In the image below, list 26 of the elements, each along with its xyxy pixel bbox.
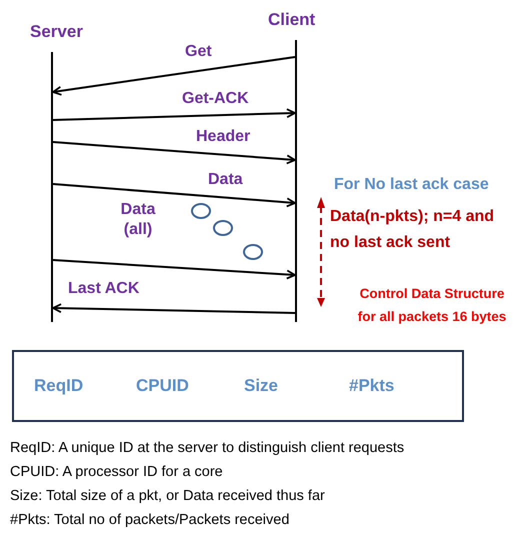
field-label: ReqID — [34, 376, 84, 396]
note-text: Data(n-pkts); n=4 and no last ack sent — [330, 207, 496, 253]
message-arrow — [52, 141, 296, 164]
message-arrow — [52, 56, 296, 96]
definition-text: Size: Total size of a pkt, or Data received thus far — [10, 488, 325, 504]
message-arrow — [52, 259, 296, 280]
message-label: Data (all) — [120, 200, 156, 240]
participant-label: Client — [268, 10, 316, 30]
note-text: Control Data Structure for all packets 16 bytes — [356, 285, 508, 326]
field-label: #Pkts — [349, 376, 394, 396]
note-text: For No last ack case — [334, 176, 489, 194]
message-arrow — [52, 108, 296, 121]
message-label: Get — [185, 42, 212, 62]
message-label: Data — [208, 170, 243, 190]
field-label: Size — [244, 376, 278, 396]
definition-text: ReqID: A unique ID at the server to distinguish client requests — [10, 440, 404, 456]
message-arrow — [52, 303, 296, 314]
participant-label: Server — [30, 22, 83, 42]
message-label: Get-ACK — [182, 89, 249, 109]
definition-text: CPUID: A processor ID for a core — [10, 464, 223, 480]
message-arrow — [52, 183, 296, 208]
data-structure-box — [12, 350, 464, 422]
definition-text: #Pkts: Total no of packets/Packets received — [10, 512, 290, 528]
message-label: Header — [196, 127, 250, 147]
field-label: CPUID — [136, 376, 189, 396]
message-label: Last ACK — [68, 279, 140, 299]
